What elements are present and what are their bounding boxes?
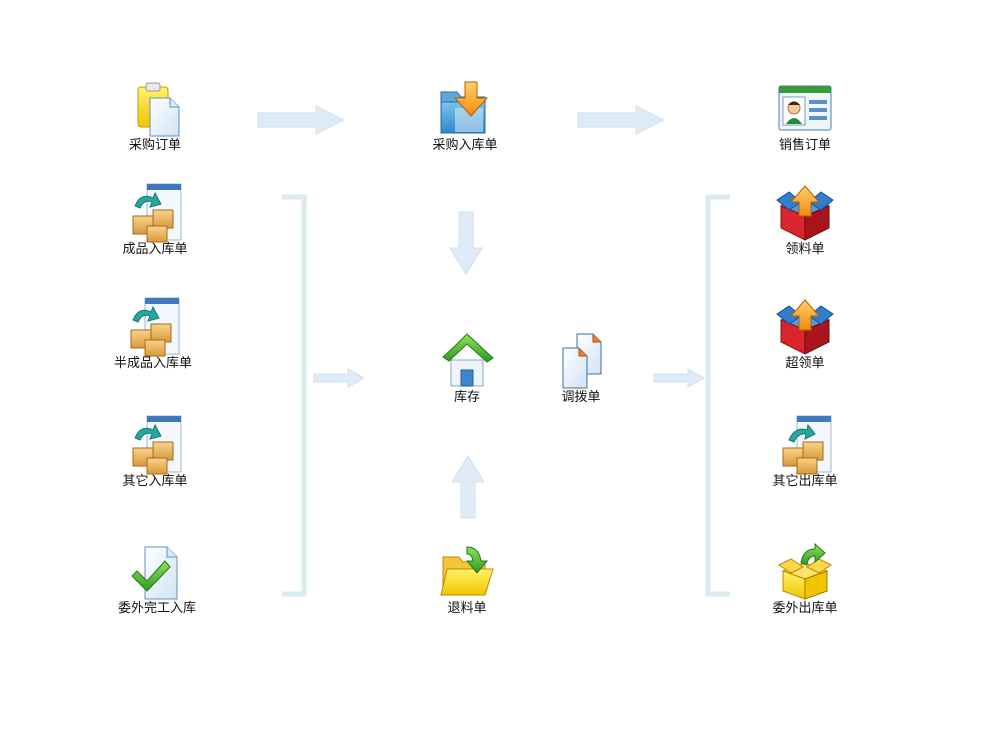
document-check-icon [131,546,178,600]
return-material-button[interactable]: 退料单 [412,541,522,616]
sales-order-label: 销售订单 [778,138,831,153]
purchase-receipt-button[interactable]: 采购入库单 [410,78,520,153]
sales-order-button[interactable]: 销售订单 [750,78,860,153]
return-material-label: 退料单 [447,601,487,616]
other-issue-label: 其它出库单 [772,474,838,489]
material-requisition-button[interactable]: 领料单 [750,182,860,257]
house-icon [442,333,494,387]
inventory-button[interactable]: 库存 [412,330,522,405]
transfer-order-label: 调拨单 [561,390,601,405]
folder-download-icon [440,81,489,134]
other-receipt-label: 其它入库单 [122,474,188,489]
purchase-receipt-label: 采购入库单 [432,138,498,153]
arrow-right-top-right [577,105,666,135]
contact-card-icon [778,85,832,131]
outsource-complete-receipt-button[interactable]: 委外完工入库 [102,541,212,616]
finished-receipt-label: 成品入库单 [122,242,188,257]
boxes-receipt-icon [132,183,182,243]
bracket-right-group [705,194,730,597]
other-issue-button[interactable]: 其它出库单 [750,414,860,489]
semi-finished-receipt-button[interactable]: 半成品入库单 [98,296,208,371]
excess-requisition-button[interactable]: 超领单 [750,296,860,371]
semi-finished-receipt-label: 半成品入库单 [113,356,192,371]
arrow-right-top-left [257,105,346,135]
finished-receipt-button[interactable]: 成品入库单 [100,182,210,257]
box-up-arrow-icon [776,185,834,241]
arrow-right-middle-right [653,368,706,388]
purchase-order-label: 采购订单 [128,138,181,153]
folder-arrow-icon [440,546,494,596]
box-up-arrow-icon [776,299,834,355]
arrow-down-center [449,211,483,275]
other-receipt-button[interactable]: 其它入库单 [100,414,210,489]
purchase-order-button[interactable]: 采购订单 [100,78,210,153]
arrow-right-middle-left [313,368,366,388]
clipboard-document-icon [137,82,180,137]
arrow-up-center [451,455,485,519]
outsource-issue-label: 委外出库单 [772,601,838,616]
outsource-complete-receipt-label: 委外完工入库 [117,601,196,616]
yellow-box-arrow-icon [778,542,832,600]
outsource-issue-button[interactable]: 委外出库单 [750,541,860,616]
inventory-label: 库存 [453,390,480,405]
boxes-issue-icon [782,415,832,475]
boxes-receipt-icon [130,297,180,357]
excess-requisition-label: 超领单 [785,356,825,371]
boxes-receipt-icon [132,415,182,475]
material-requisition-label: 领料单 [785,242,825,257]
documents-copy-icon [562,333,602,389]
bracket-left-group [282,194,307,597]
transfer-order-button[interactable]: 调拨单 [526,330,636,405]
